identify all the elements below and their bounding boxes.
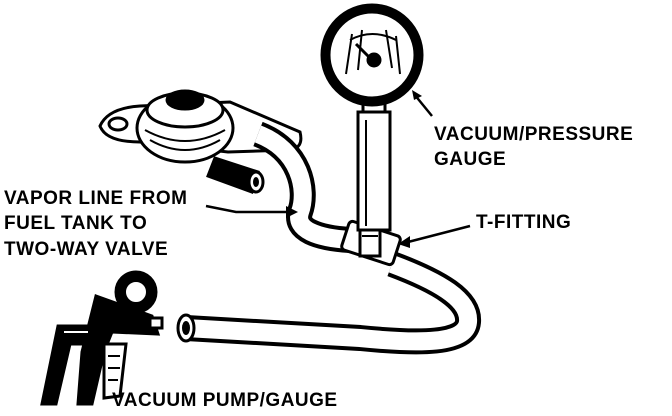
label-t-fitting: T-FITTING: [476, 212, 571, 233]
label-vapor-line: VAPOR LINE FROM FUEL TANK TO TWO-WAY VAL…: [4, 188, 187, 260]
t-fitting-leader: [407, 224, 471, 244]
two-way-valve: [98, 89, 303, 194]
t-fitting: [340, 219, 402, 267]
vacuum-pressure-gauge: [320, 3, 424, 232]
leader-lines: [205, 90, 471, 248]
label-vapor-line-3: TWO-WAY VALVE: [4, 239, 168, 260]
label-vacuum-pump-gauge: VACUUM PUMP/GAUGE: [112, 390, 338, 411]
vacuum-pump: [40, 270, 164, 406]
label-vapor-line-2: FUEL TANK TO: [4, 213, 147, 234]
label-vacuum-pressure-gauge: VACUUM/PRESSURE GAUGE: [434, 124, 633, 170]
label-gauge-line-2: GAUGE: [434, 149, 506, 170]
label-vapor-line-1: VAPOR LINE FROM: [4, 188, 187, 209]
vapor-line-hose: [176, 121, 481, 355]
vapor-line-leader: [205, 204, 288, 214]
label-gauge-line-1: VACUUM/PRESSURE: [434, 124, 633, 145]
